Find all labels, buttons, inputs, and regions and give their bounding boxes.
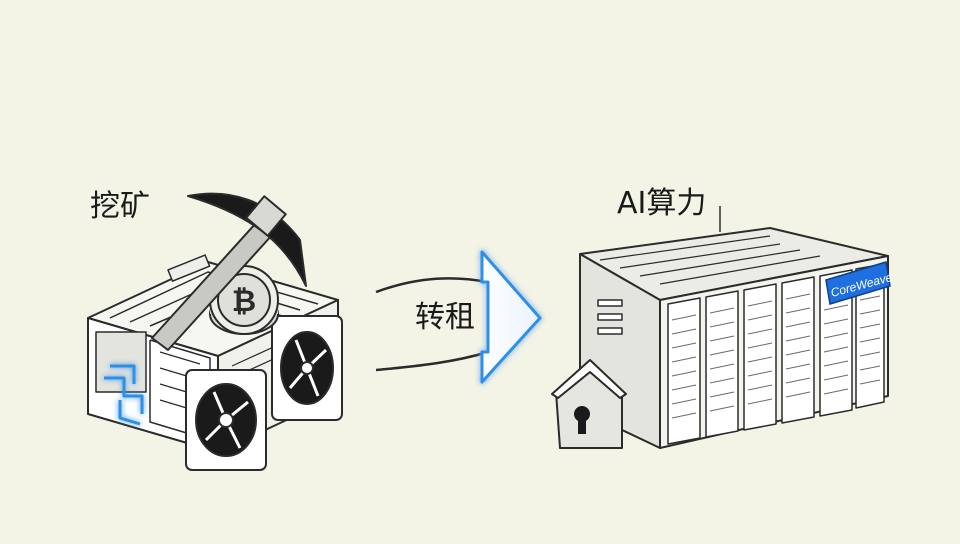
house-lock-icon (551, 359, 627, 449)
mining-label: 挖矿 (90, 189, 150, 224)
svg-text:₿: ₿ (232, 284, 256, 319)
cooling-fan-icon (185, 315, 343, 471)
lease-label: 转租 (415, 300, 475, 335)
ai-compute-label: AI算力 (617, 186, 707, 221)
circuit-glow-icon (104, 364, 144, 426)
server-rack-icon (579, 206, 889, 449)
pickaxe-icon (151, 192, 307, 351)
transition-arrow-icon (375, 250, 542, 384)
